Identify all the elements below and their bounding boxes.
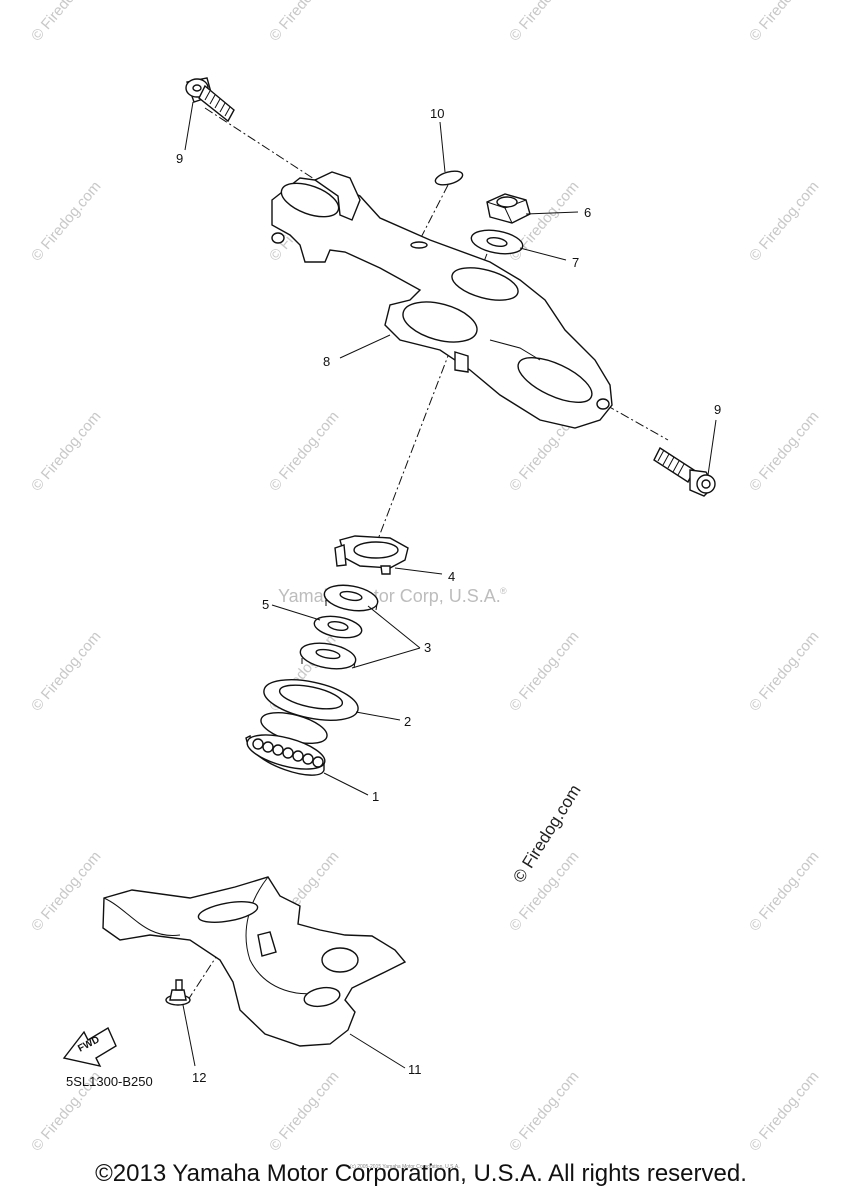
watermark-text: © Firedog.com [266,1068,342,1154]
watermark-text: © Firedog.com [746,0,822,45]
tiny-copyright: (c) 2005-2015 Yamaha Motor Corporation, … [350,1164,460,1170]
watermark-text: © Firedog.com [746,408,822,494]
callout-9-upper: 9 [176,151,183,166]
callout-7: 7 [572,255,579,270]
callout-5: 5 [262,597,269,612]
bearing-ball [302,753,314,765]
leader-lines [182,101,717,1069]
plug-drawing [434,170,464,186]
watermark-text: © Firedog.com [28,178,104,264]
center-watermark-mark: ® [500,586,507,596]
fwd-arrow-icon: FWD [62,1026,117,1068]
bearing-ball [252,738,264,750]
bearing-ball [292,750,304,762]
bearing-ball [262,741,274,753]
upper-bracket-drawing [271,171,613,429]
bearing-ball [272,744,284,756]
callout-12: 12 [192,1070,206,1085]
washer-tab-drawing [334,535,409,575]
watermark-text: © Firedog.com [746,628,822,714]
callout-11: 11 [408,1062,422,1077]
bearing-ball [282,747,294,759]
bolt-upper-drawing [185,77,235,123]
assembly-axis-bolt-upper [204,107,329,189]
cover-drawing [263,679,359,721]
watermark-text: © Firedog.com [266,408,342,494]
watermark-text: © Firedog.com [746,1068,822,1154]
watermark-text: © Firedog.com [506,628,582,714]
callout-8: 8 [323,354,330,369]
copyright-footer: ©2013 Yamaha Motor Corporation, U.S.A. A… [95,1160,747,1187]
callout-3: 3 [424,640,431,655]
watermark-text: © Firedog.com [506,0,582,45]
callout-6: 6 [584,205,591,220]
callout-4: 4 [448,569,455,584]
watermark-layer: © Firedog.com © Firedog.com © Firedog.com ©… [28,0,822,1155]
watermark-text: © Firedog.com [28,408,104,494]
ring-nut-lower-drawing [299,642,357,670]
bearing-ball [312,756,324,768]
washer-upper-drawing [470,229,524,255]
callout-2: 2 [404,714,411,729]
callout-1: 1 [372,789,379,804]
bearing-drawing [245,711,328,776]
watermark-text: © Firedog.com [28,0,104,45]
watermark-text: © Firedog.com [506,1068,582,1154]
watermark-text: © Firedog.com [266,0,342,45]
callout-9-side: 9 [714,402,721,417]
ring-nut-upper-drawing [323,584,379,612]
screw-drawing [165,979,191,1006]
assembly-axis-bolt-side [605,404,669,441]
center-watermark: Yamaha Motor Corp, U.S.A. [278,586,501,606]
bolt-side-drawing [653,446,716,497]
nut-drawing [486,193,531,224]
assembly-axis-plug [411,184,449,256]
watermark-text: © Firedog.com [746,178,822,264]
watermark-text: © Firedog.com [28,628,104,714]
firedog-stamp: © Firedog.com [509,781,584,886]
watermark-text: © Firedog.com [746,848,822,934]
callout-10: 10 [430,106,444,121]
washer-middle-drawing [313,615,363,639]
watermark-text: © Firedog.com [28,848,104,934]
cover-under-drawing [102,876,407,1047]
diagram-code: 5SL1300-B250 [66,1074,153,1089]
